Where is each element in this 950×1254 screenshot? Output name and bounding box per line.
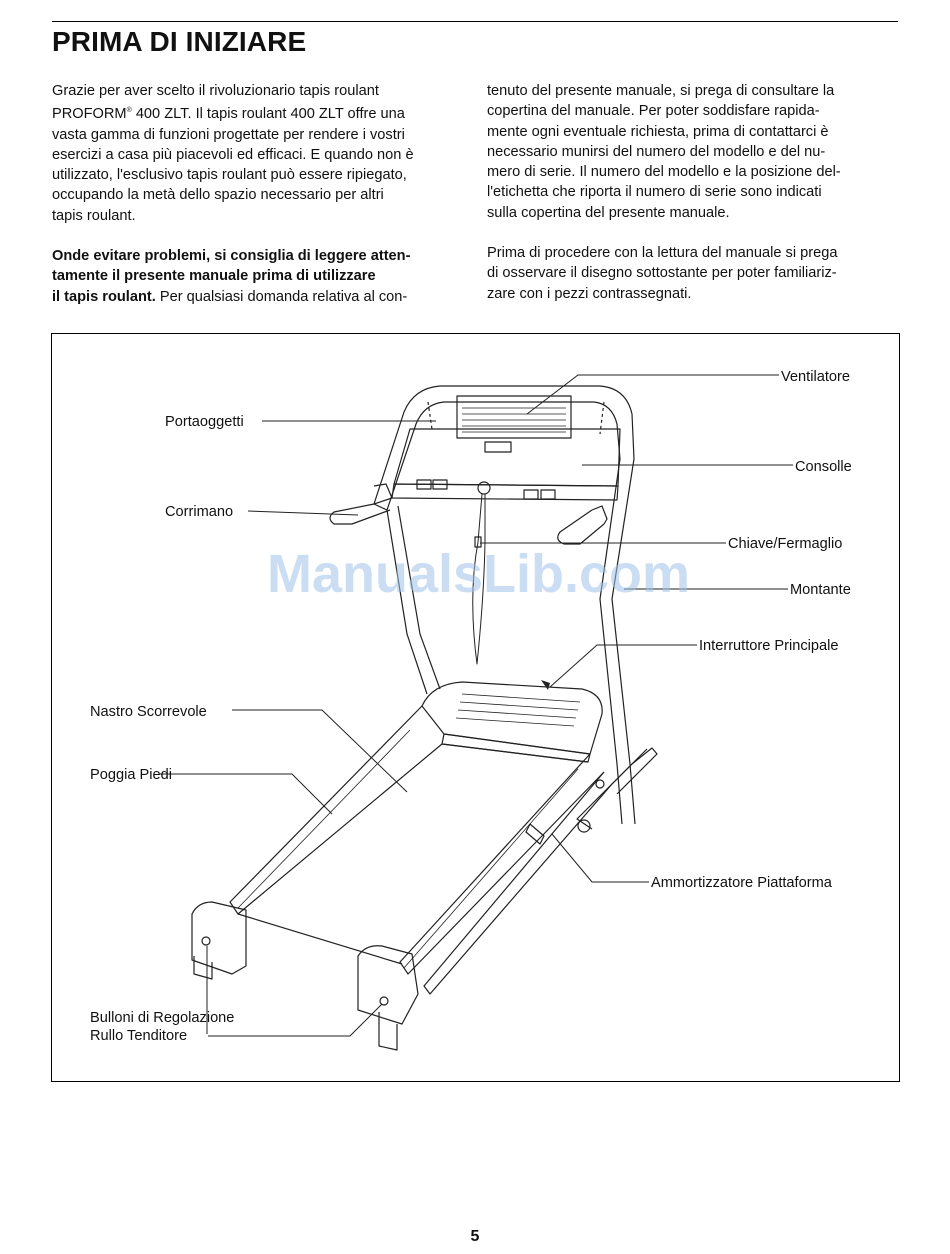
callout-arrowheads	[541, 680, 550, 690]
intro-paragraph: Grazie per aver scelto il rivoluzionario…	[52, 81, 464, 226]
label-chiave-fermaglio: Chiave/Fermaglio	[728, 536, 842, 552]
safety-key-cord	[472, 493, 486, 665]
label-interruttore-principale: Interruttore Principale	[699, 638, 839, 654]
label-corrimano: Corrimano	[165, 504, 233, 520]
upright-outer-right	[373, 385, 636, 825]
safety-key-slot	[477, 481, 491, 495]
console-button	[432, 479, 448, 490]
text-line: mero di serie. Il numero del modello e l…	[487, 164, 841, 181]
upright-left-front	[386, 509, 428, 695]
text-line: PROFORM® 400 ZLT. Il tapis roulant 400 Z…	[52, 101, 464, 124]
left-foot-rail	[237, 729, 411, 909]
callout-line-poggia	[160, 773, 333, 815]
belt-rear-edge	[237, 913, 403, 965]
deck-cushion	[525, 823, 545, 845]
handrail-right	[557, 509, 605, 545]
upright-left-back	[397, 505, 441, 690]
text-line: il tapis roulant. Per qualsiasi domanda …	[52, 287, 464, 307]
page-number: 5	[470, 1228, 480, 1245]
roller-bolt-right	[379, 996, 389, 1006]
text-fragment: Per qualsiasi domanda relativa al con-	[155, 288, 408, 305]
top-rule	[52, 21, 898, 22]
bold-text-line: tamente il presente manuale prima di uti…	[52, 268, 376, 285]
diagram-intro-paragraph: Prima di procedere con la lettura del ma…	[487, 243, 899, 304]
text-line: necessario munirsi del numero del modell…	[487, 143, 826, 160]
text-line: tapis roulant.	[52, 207, 136, 224]
callout-line-bulloni-right	[208, 1003, 383, 1037]
text-line: l'etichetta che riporta il numero di ser…	[487, 184, 822, 201]
console-button	[540, 489, 556, 500]
handrail-left	[329, 503, 391, 525]
text-line: Grazie per aver scelto il rivoluzionario…	[52, 83, 379, 99]
right-rail	[399, 753, 605, 975]
contact-paragraph: tenuto del presente manuale, si prega di…	[487, 81, 899, 223]
text-fragment: 400 ZLT. Il tapis roulant 400 ZLT offre …	[131, 106, 405, 123]
motor-hood-front	[441, 733, 591, 763]
text-line: zare con i pezzi contrassegnati.	[487, 285, 692, 302]
text-line: sulla copertina del presente manuale.	[487, 204, 730, 221]
label-consolle: Consolle	[795, 459, 852, 475]
text-line: esercizi a casa più piacevoli ed efficac…	[52, 146, 414, 163]
end-cap-left	[191, 901, 247, 975]
treadmill-drawing	[191, 385, 658, 1051]
console-display	[484, 441, 512, 453]
callout-line-interruttore	[549, 644, 697, 688]
callout-line-corrimano	[247, 510, 359, 516]
text-line: tenuto del presente manuale, si prega di…	[487, 83, 835, 99]
callout-line-ventilatore	[526, 374, 779, 415]
deck-side	[423, 771, 613, 995]
text-line: Prima di procedere con la lettura del ma…	[487, 245, 838, 262]
label-ventilatore: Ventilatore	[781, 369, 850, 385]
end-cap-left-foot	[193, 956, 213, 980]
console-front	[391, 483, 619, 501]
label-rullo-tenditore: Rullo Tenditore	[90, 1028, 187, 1044]
arrowhead-icon	[541, 680, 550, 690]
text-line: occupando la metà dello spazio necessari…	[52, 187, 384, 204]
callout-line-ammortizzatore	[551, 833, 649, 883]
callout-line-nastro	[232, 709, 408, 793]
treadmill-diagram: ManualsLib.com Portaoggetti Ventilatore …	[90, 369, 852, 1051]
left-rail	[229, 705, 443, 915]
belt-top-edge	[441, 743, 589, 763]
text-line: di osservare il disegno sottostante per …	[487, 265, 837, 282]
bold-text-fragment: il tapis roulant.	[52, 288, 156, 305]
treadmill-diagram-box: ManualsLib.com Portaoggetti Ventilatore …	[51, 333, 900, 1082]
label-bulloni-regolazione: Bulloni di Regolazione	[90, 1010, 234, 1026]
text-line: utilizzato, l'esclusivo tapis roulant pu…	[52, 167, 407, 184]
console-button	[523, 489, 539, 500]
text-line: vasta gamma di funzioni progettate per r…	[52, 126, 405, 143]
end-cap-right-foot	[378, 1012, 398, 1051]
right-foot-rail	[403, 768, 579, 969]
handrail-right-joint	[591, 505, 608, 525]
roller-bolt-left	[201, 936, 211, 946]
callout-lines	[160, 374, 793, 1037]
label-nastro-scorrevole: Nastro Scorrevole	[90, 704, 207, 720]
base-crossbar	[576, 748, 648, 830]
label-montante: Montante	[790, 582, 851, 598]
watermark: ManualsLib.com	[267, 544, 690, 604]
text-column-right: tenuto del presente manuale, si prega di…	[487, 81, 899, 324]
end-cap-right	[357, 945, 419, 1025]
text-line: copertina del manuale. Per poter soddisf…	[487, 103, 820, 120]
motor-hood-vents	[455, 693, 581, 727]
label-poggia-piedi: Poggia Piedi	[90, 767, 172, 783]
text-column-left: Grazie per aver scelto il rivoluzionario…	[52, 81, 464, 327]
registered-mark: ®	[126, 107, 132, 115]
label-ammortizzatore-piattaforma: Ammortizzatore Piattaforma	[651, 875, 833, 891]
bold-text-line: Onde evitare problemi, si consiglia di l…	[52, 248, 411, 265]
safety-key-clip	[474, 536, 482, 548]
fan-grille-slots	[462, 401, 566, 433]
fan-grille	[456, 395, 572, 439]
upright-inner-right	[373, 401, 623, 825]
warning-paragraph: Onde evitare problemi, si consiglia di l…	[52, 246, 464, 307]
page-title: PRIMA DI INIZIARE	[52, 26, 307, 57]
wheel	[577, 819, 591, 833]
wheel	[595, 779, 605, 789]
motor-hood	[421, 681, 603, 755]
text-line: mente ogni eventuale richiesta, prima di…	[487, 123, 829, 140]
brand-name: PROFORM	[52, 106, 127, 123]
console-button	[416, 479, 432, 490]
label-portaoggetti: Portaoggetti	[165, 414, 244, 430]
handrail-left-joint	[373, 483, 393, 505]
